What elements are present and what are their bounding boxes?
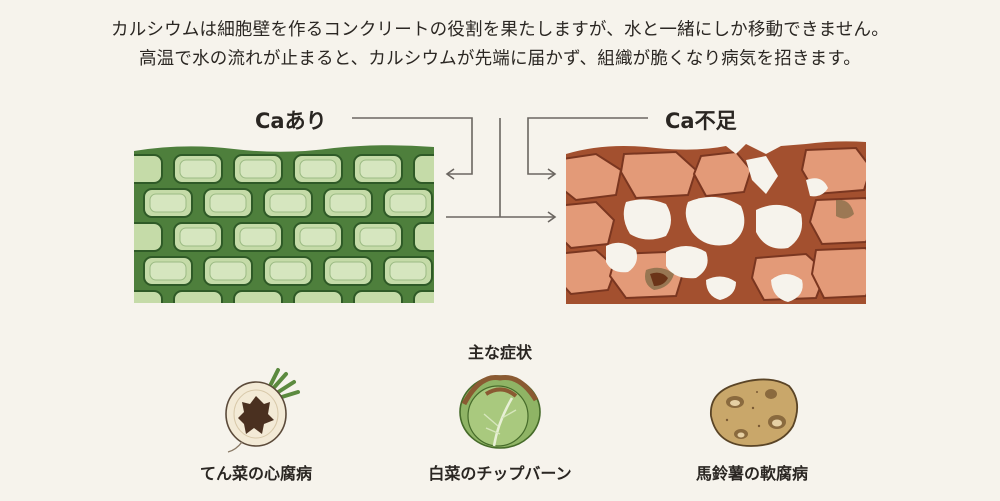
label-calcium-deficient: Ca不足 xyxy=(665,109,737,133)
sugar-beet-heart-rot-icon xyxy=(225,368,300,453)
label-with-calcium: Caあり xyxy=(255,109,327,133)
chinese-cabbage-tipburn-icon xyxy=(459,374,541,449)
symptoms-title: 主な症状 xyxy=(467,343,532,362)
symptom-potato: 馬鈴薯の軟腐病 xyxy=(642,364,862,484)
intro-text: カルシウムは細胞壁を作るコンクリートの役割を果たしますが、水と一緒にしか移動でき… xyxy=(0,16,1000,74)
healthy-cell-wall-illustration xyxy=(134,143,434,303)
potato-soft-rot-icon xyxy=(710,378,799,447)
intro-line-2: 高温で水の流れが止まると、カルシウムが先端に届かず、組織が脆くなり病気を招きます… xyxy=(138,49,862,69)
deficient-cell-wall-illustration xyxy=(566,140,866,304)
symptom-sugar-beet: てん菜の心腐病 xyxy=(146,364,366,484)
symptom-label: 白菜のチップバーン xyxy=(428,464,572,483)
symptom-label: 馬鈴薯の軟腐病 xyxy=(695,464,808,483)
symptom-chinese-cabbage: 白菜のチップバーン xyxy=(390,364,610,484)
intro-line-1: カルシウムは細胞壁を作るコンクリートの役割を果たしますが、水と一緒にしか移動でき… xyxy=(111,20,889,40)
symptom-label: てん菜の心腐病 xyxy=(199,464,312,483)
